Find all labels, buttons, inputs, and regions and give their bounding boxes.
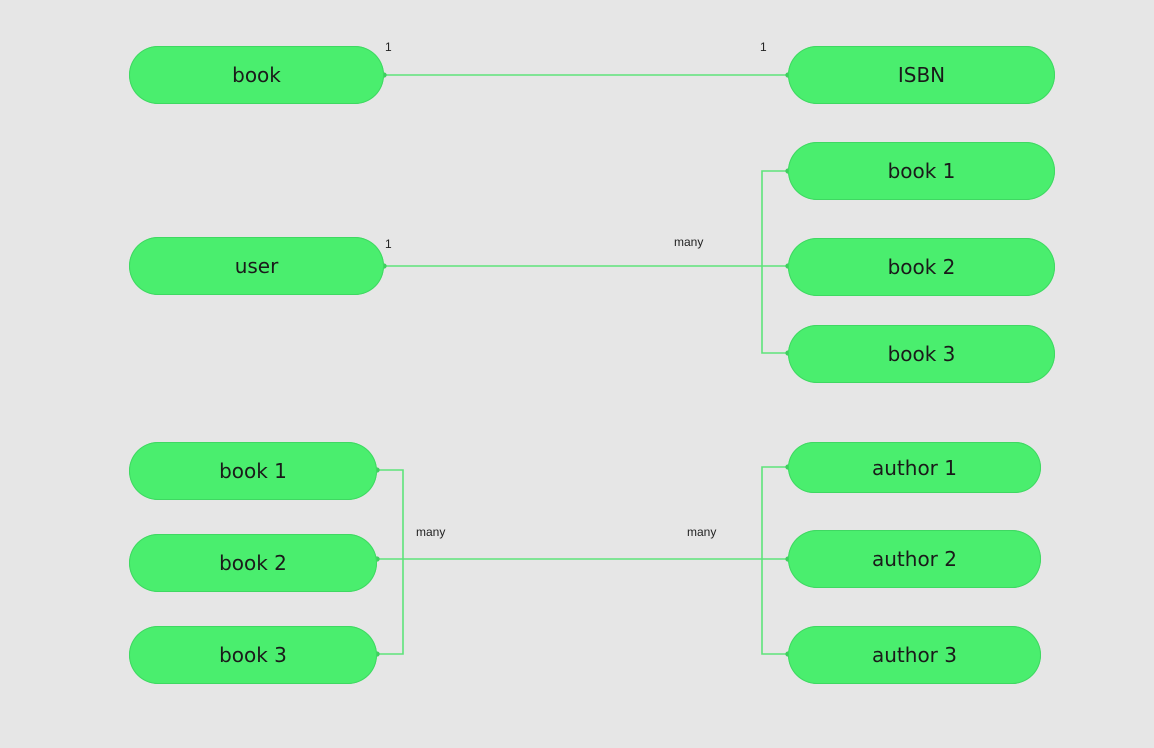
cardinality-user: 1 <box>385 237 392 251</box>
bracket-left-books <box>374 467 404 657</box>
node-user-book-3: book 3 <box>788 325 1055 383</box>
bracket-right-authors <box>761 464 791 657</box>
cardinality-books: many <box>416 525 446 539</box>
node-user: user <box>129 237 384 295</box>
node-author-3: author 3 <box>788 626 1041 684</box>
node-book-2: book 2 <box>129 534 377 592</box>
node-book-3: book 3 <box>129 626 377 684</box>
cardinality-isbn: 1 <box>760 40 767 54</box>
node-user-book-2: book 2 <box>788 238 1055 296</box>
cardinality-book: 1 <box>385 40 392 54</box>
bracket-user-books <box>761 168 791 356</box>
node-book-1: book 1 <box>129 442 377 500</box>
node-book: book <box>129 46 384 104</box>
node-user-book-1: book 1 <box>788 142 1055 200</box>
cardinality-authors: many <box>687 525 717 539</box>
node-author-2: author 2 <box>788 530 1041 588</box>
node-author-1: author 1 <box>788 442 1041 493</box>
cardinality-user-books: many <box>674 235 704 249</box>
node-isbn: ISBN <box>788 46 1055 104</box>
